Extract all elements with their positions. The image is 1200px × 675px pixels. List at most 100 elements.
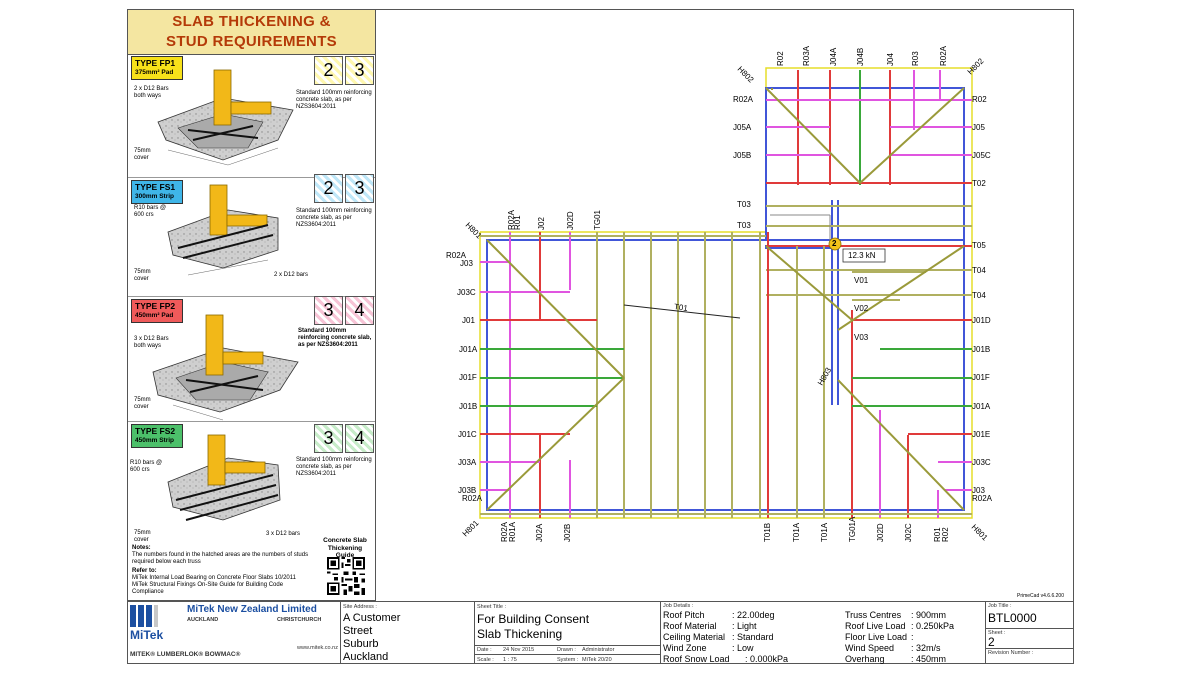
detail2-key-2: Floor Live Load bbox=[845, 632, 908, 642]
detail-val-3: : Low bbox=[732, 643, 754, 653]
detail2-key-1: Roof Live Load bbox=[845, 621, 906, 631]
legend-title-line1: SLAB THICKENING & bbox=[172, 13, 331, 30]
fs1-footing-drawing bbox=[167, 184, 279, 276]
brand-name: MiTek bbox=[130, 628, 164, 642]
detail2-key-0: Truss Centres bbox=[845, 610, 902, 620]
detail-key-1: Roof Material bbox=[663, 621, 717, 631]
fs2-ann-cover: 75mm cover bbox=[134, 530, 151, 543]
type-fp2-label: TYPE FP2 450mm² Pad bbox=[131, 299, 183, 323]
sheet-no-label: Sheet : bbox=[988, 630, 1006, 636]
date-label: Date : bbox=[477, 647, 492, 653]
site-label: Site Address : bbox=[343, 604, 377, 610]
detail2-val-2: : bbox=[911, 632, 914, 642]
fs2-ann-d12: 3 x D12 bars bbox=[266, 531, 301, 537]
fp2-ann-cover: 75mm cover bbox=[134, 397, 151, 410]
type-fp2-name: TYPE FP2 bbox=[135, 301, 176, 311]
fs1-ann-slab: Standard 100mm reinforcing concrete slab… bbox=[296, 208, 372, 228]
refer-title: Refer to: bbox=[132, 568, 157, 574]
stud-count-fs2-a: 3 bbox=[314, 424, 343, 453]
detail-val-1: : Light bbox=[732, 621, 757, 631]
footing-details-drawing bbox=[152, 69, 299, 521]
sheet-no-value: 2 bbox=[988, 635, 995, 649]
type-fp1-label: TYPE FP1 375mm² Pad bbox=[131, 56, 183, 80]
office-christchurch: CHRISTCHURCH bbox=[277, 617, 322, 623]
type-fs1-label: TYPE FS1 300mm Strip bbox=[131, 180, 183, 204]
fp1-footing-drawing bbox=[157, 69, 294, 166]
stud-count-fp2-a: 3 bbox=[314, 296, 343, 325]
fs2-ann-bars: R10 bars @ 600 crs bbox=[130, 460, 163, 473]
detail2-key-3: Wind Speed bbox=[845, 643, 895, 653]
fp2-ann-slab: Standard 100mm reinforcing concrete slab… bbox=[298, 328, 372, 348]
detail-key-3: Wind Zone bbox=[663, 643, 707, 653]
fp2-footing-drawing bbox=[152, 314, 299, 421]
type-fs2-sub: 450mm Strip bbox=[135, 437, 175, 444]
fs1-ann-d12: 2 x D12 bars bbox=[274, 272, 309, 278]
detail2-val-0: : 900mm bbox=[911, 610, 947, 620]
type-fs1-name: TYPE FS1 bbox=[135, 182, 176, 192]
legend-title-line2: STUD REQUIREMENTS bbox=[166, 33, 337, 50]
legend-title: SLAB THICKENING & STUD REQUIREMENTS bbox=[128, 10, 375, 55]
fs2-ann-slab: Standard 100mm reinforcing concrete slab… bbox=[296, 457, 372, 477]
scale-label: Scale : bbox=[477, 657, 494, 663]
system-label: System : bbox=[557, 657, 579, 663]
type-fp1-sub: 375mm² Pad bbox=[135, 69, 174, 76]
sheet-label: Sheet Title : bbox=[477, 604, 507, 610]
detail-val-0: : 22.00deg bbox=[732, 610, 775, 620]
detail2-val-1: : 0.250kPa bbox=[911, 621, 955, 631]
site-line-4: Auckland bbox=[343, 651, 389, 663]
detail2-val-4: : 450mm bbox=[911, 654, 947, 664]
detail-key-2: Ceiling Material bbox=[663, 632, 726, 642]
stud-count-fs2-b: 4 bbox=[345, 424, 374, 453]
qr-code-icon[interactable] bbox=[327, 557, 365, 595]
detail-val-4: : 0.000kPa bbox=[745, 654, 789, 664]
notes-text: The numbers found in the hatched areas a… bbox=[132, 552, 309, 565]
detail-val-2: : Standard bbox=[732, 632, 774, 642]
stud-count-fp1-b: 3 bbox=[345, 56, 374, 85]
date-value: 24 Nov 2015 bbox=[503, 647, 535, 653]
fs1-ann-cover: 75mm cover bbox=[134, 269, 151, 282]
type-fs1-sub: 300mm Strip bbox=[135, 193, 175, 200]
office-auckland: AUCKLAND bbox=[187, 617, 219, 623]
site-line-1: A Customer bbox=[343, 612, 401, 624]
type-fp1-name: TYPE FP1 bbox=[135, 58, 176, 68]
detail2-key-4: Overhang bbox=[845, 654, 885, 664]
system-value: MiTek 20/20 bbox=[582, 657, 612, 663]
website-link[interactable]: www.mitek.co.nz bbox=[297, 645, 338, 651]
fs2-footing-drawing bbox=[167, 434, 281, 521]
fp2-ann-bars: 3 x D12 Bars both ways bbox=[134, 336, 169, 349]
fp1-ann-cover: 75mm cover bbox=[134, 148, 151, 161]
stud-count-fs1-a: 2 bbox=[314, 174, 343, 203]
drawn-value: Administrator bbox=[582, 647, 615, 653]
detail-key-4: Roof Snow Load bbox=[663, 654, 730, 664]
sheet-title-2: Slab Thickening bbox=[477, 627, 563, 641]
sheet-title-1: For Building Consent bbox=[477, 612, 590, 626]
site-line-2: Street bbox=[343, 625, 373, 637]
title-block: MiTek New Zealand Limited MiTek AUCKLAND… bbox=[127, 601, 1074, 664]
brand-line: MITEK® LUMBERLOK® BOWMAC® bbox=[130, 651, 241, 658]
job-title-value: BTL0000 bbox=[988, 611, 1037, 625]
detail-key-0: Roof Pitch bbox=[663, 610, 705, 620]
type-fp2-sub: 450mm² Pad bbox=[135, 312, 174, 319]
site-line-3: Suburb bbox=[343, 638, 379, 650]
refer-2: MiTek Structural Fixings On-Site Guide f… bbox=[132, 582, 284, 595]
refer-1: MiTek Internal Load Bearing on Concrete … bbox=[132, 575, 296, 581]
scale-value: 1 : 75 bbox=[503, 657, 517, 663]
job-details-label: Job Details : bbox=[663, 603, 694, 609]
type-fs2-name: TYPE FS2 bbox=[135, 426, 176, 436]
company-name: MiTek New Zealand Limited bbox=[187, 604, 317, 615]
notes-title: Notes: bbox=[132, 545, 151, 551]
type-fs2-label: TYPE FS2 450mm Strip bbox=[131, 424, 183, 448]
stud-count-fs1-b: 3 bbox=[345, 174, 374, 203]
stud-count-fp2-b: 4 bbox=[345, 296, 374, 325]
mitek-logo-icon bbox=[130, 605, 158, 627]
detail2-val-3: : 32m/s bbox=[911, 643, 941, 653]
fp1-ann-bars: 2 x D12 Bars both ways bbox=[134, 86, 169, 99]
stud-count-fp1-a: 2 bbox=[314, 56, 343, 85]
legend-panel: SLAB THICKENING & STUD REQUIREMENTS TYPE… bbox=[127, 9, 376, 601]
qr-caption: Concrete Slab Thickening Guide bbox=[323, 537, 367, 559]
revision-label: Revision Number : bbox=[988, 650, 1034, 656]
fp1-ann-slab: Standard 100mm reinforcing concrete slab… bbox=[296, 90, 372, 110]
job-title-label: Job Title : bbox=[988, 603, 1012, 609]
drawn-label: Drawn : bbox=[557, 647, 576, 653]
